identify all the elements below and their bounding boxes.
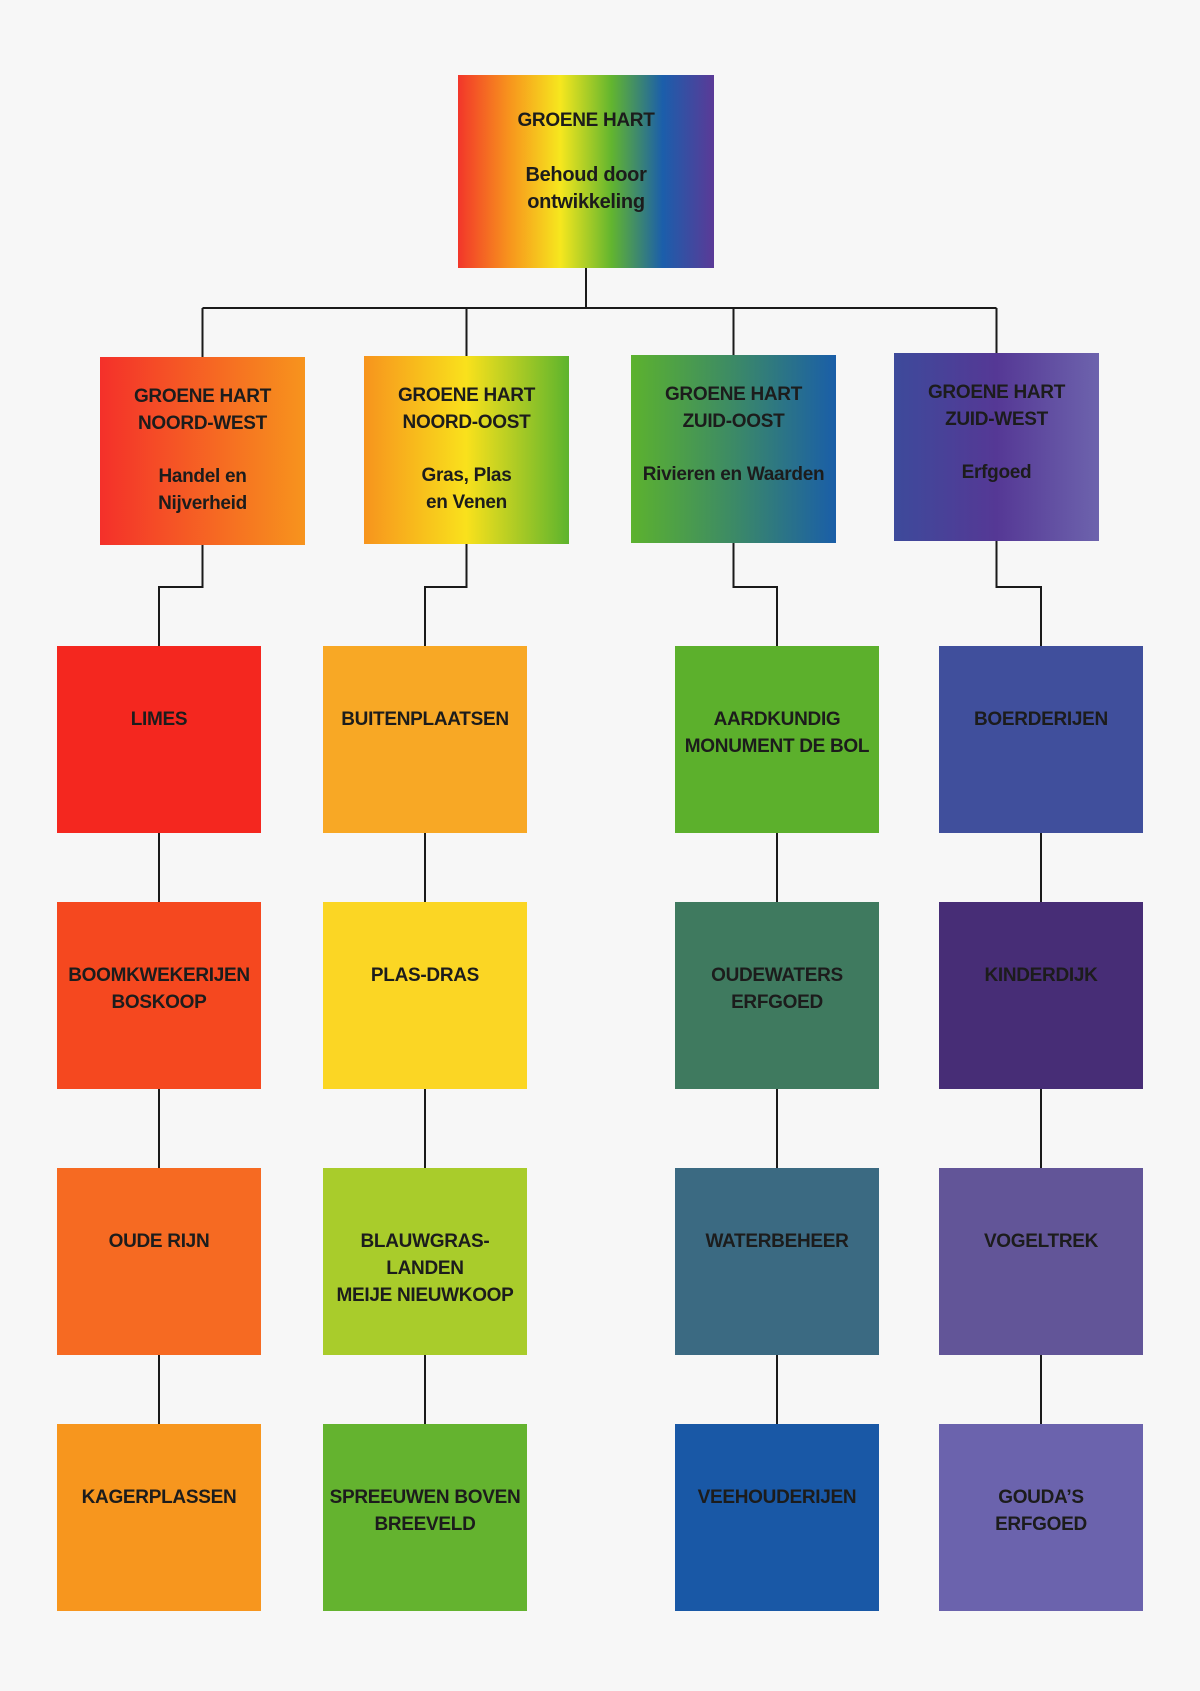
region-title: GROENE HART ZUID-OOST	[664, 384, 803, 432]
item-label: OUDE RIJN	[108, 1231, 210, 1252]
item-box-kagerplassen: KAGERPLASSEN	[57, 1424, 261, 1611]
item-label: VOGELTREK	[983, 1231, 1099, 1252]
item-label: BUITENPLAATSEN	[341, 709, 509, 730]
item-label: BOOMKWEKERIJEN BOSKOOP	[68, 965, 250, 1013]
region-title: GROENE HART NOORD-OOST	[397, 385, 536, 433]
item-label: LIMES	[130, 709, 188, 730]
item-box-veehouderijen: VEEHOUDERIJEN	[675, 1424, 879, 1611]
region-subtitle: Erfgoed	[961, 462, 1032, 483]
item-label: VEEHOUDERIJEN	[697, 1487, 857, 1508]
root-subtitle: Behoud door ontwikkeling	[525, 164, 647, 213]
region-title: GROENE HART NOORD-WEST	[133, 386, 272, 434]
item-box-vogeltrek: VOGELTREK	[939, 1168, 1143, 1355]
item-box-blauwgraslanden: BLAUWGRAS- LANDEN MEIJE NIEUWKOOP	[323, 1168, 527, 1355]
region-box-noord-west: GROENE HART NOORD-WEST Handel en Nijverh…	[100, 357, 305, 545]
item-box-boomkwekerijen-boskoop: BOOMKWEKERIJEN BOSKOOP	[57, 902, 261, 1089]
connector-region-to-item	[158, 545, 204, 646]
item-label: GOUDA’S ERFGOED	[995, 1487, 1087, 1535]
item-box-waterbeheer: WATERBEHEER	[675, 1168, 879, 1355]
item-box-spreeuwen-boven-breeveld: SPREEUWEN BOVEN BREEVELD	[323, 1424, 527, 1611]
item-label: BLAUWGRAS- LANDEN MEIJE NIEUWKOOP	[336, 1231, 514, 1306]
region-box-zuid-west: GROENE HART ZUID-WEST Erfgoed	[894, 353, 1099, 541]
item-box-goudas-erfgoed: GOUDA’S ERFGOED	[939, 1424, 1143, 1611]
region-box-noord-oost: GROENE HART NOORD-OOST Gras, Plas en Ven…	[364, 356, 569, 544]
region-subtitle: Rivieren en Waarden	[642, 464, 825, 485]
item-box-aardkundig-monument: AARDKUNDIG MONUMENT DE BOL	[675, 646, 879, 833]
connector-region-to-item	[424, 544, 468, 646]
root-title: GROENE HART	[517, 110, 655, 131]
item-box-kinderdijk: KINDERDIJK	[939, 902, 1143, 1089]
item-label: BOERDERIJEN	[974, 709, 1108, 730]
item-box-buitenplaatsen: BUITENPLAATSEN	[323, 646, 527, 833]
item-box-oude-rijn: OUDE RIJN	[57, 1168, 261, 1355]
region-subtitle: Gras, Plas en Venen	[421, 465, 512, 513]
item-label: WATERBEHEER	[705, 1231, 849, 1252]
root-box: GROENE HART Behoud door ontwikkeling	[458, 75, 714, 268]
item-label: KAGERPLASSEN	[81, 1487, 237, 1508]
connector-region-to-item	[995, 541, 1042, 646]
connector-region-to-item	[732, 543, 778, 646]
item-box-oudewaters-erfgoed: OUDEWATERS ERFGOED	[675, 902, 879, 1089]
item-label: PLAS-DRAS	[370, 965, 480, 986]
region-box-zuid-oost: GROENE HART ZUID-OOST Rivieren en Waarde…	[631, 355, 836, 543]
item-label: OUDEWATERS ERFGOED	[711, 965, 843, 1013]
item-label: KINDERDIJK	[984, 965, 1098, 986]
item-box-limes: LIMES	[57, 646, 261, 833]
item-label: SPREEUWEN BOVEN BREEVELD	[329, 1487, 521, 1535]
item-box-plas-dras: PLAS-DRAS	[323, 902, 527, 1089]
region-title: GROENE HART ZUID-WEST	[927, 382, 1066, 430]
region-subtitle: Handel en Nijverheid	[158, 466, 247, 514]
item-label: AARDKUNDIG MONUMENT DE BOL	[684, 709, 870, 757]
item-box-boerderijen: BOERDERIJEN	[939, 646, 1143, 833]
